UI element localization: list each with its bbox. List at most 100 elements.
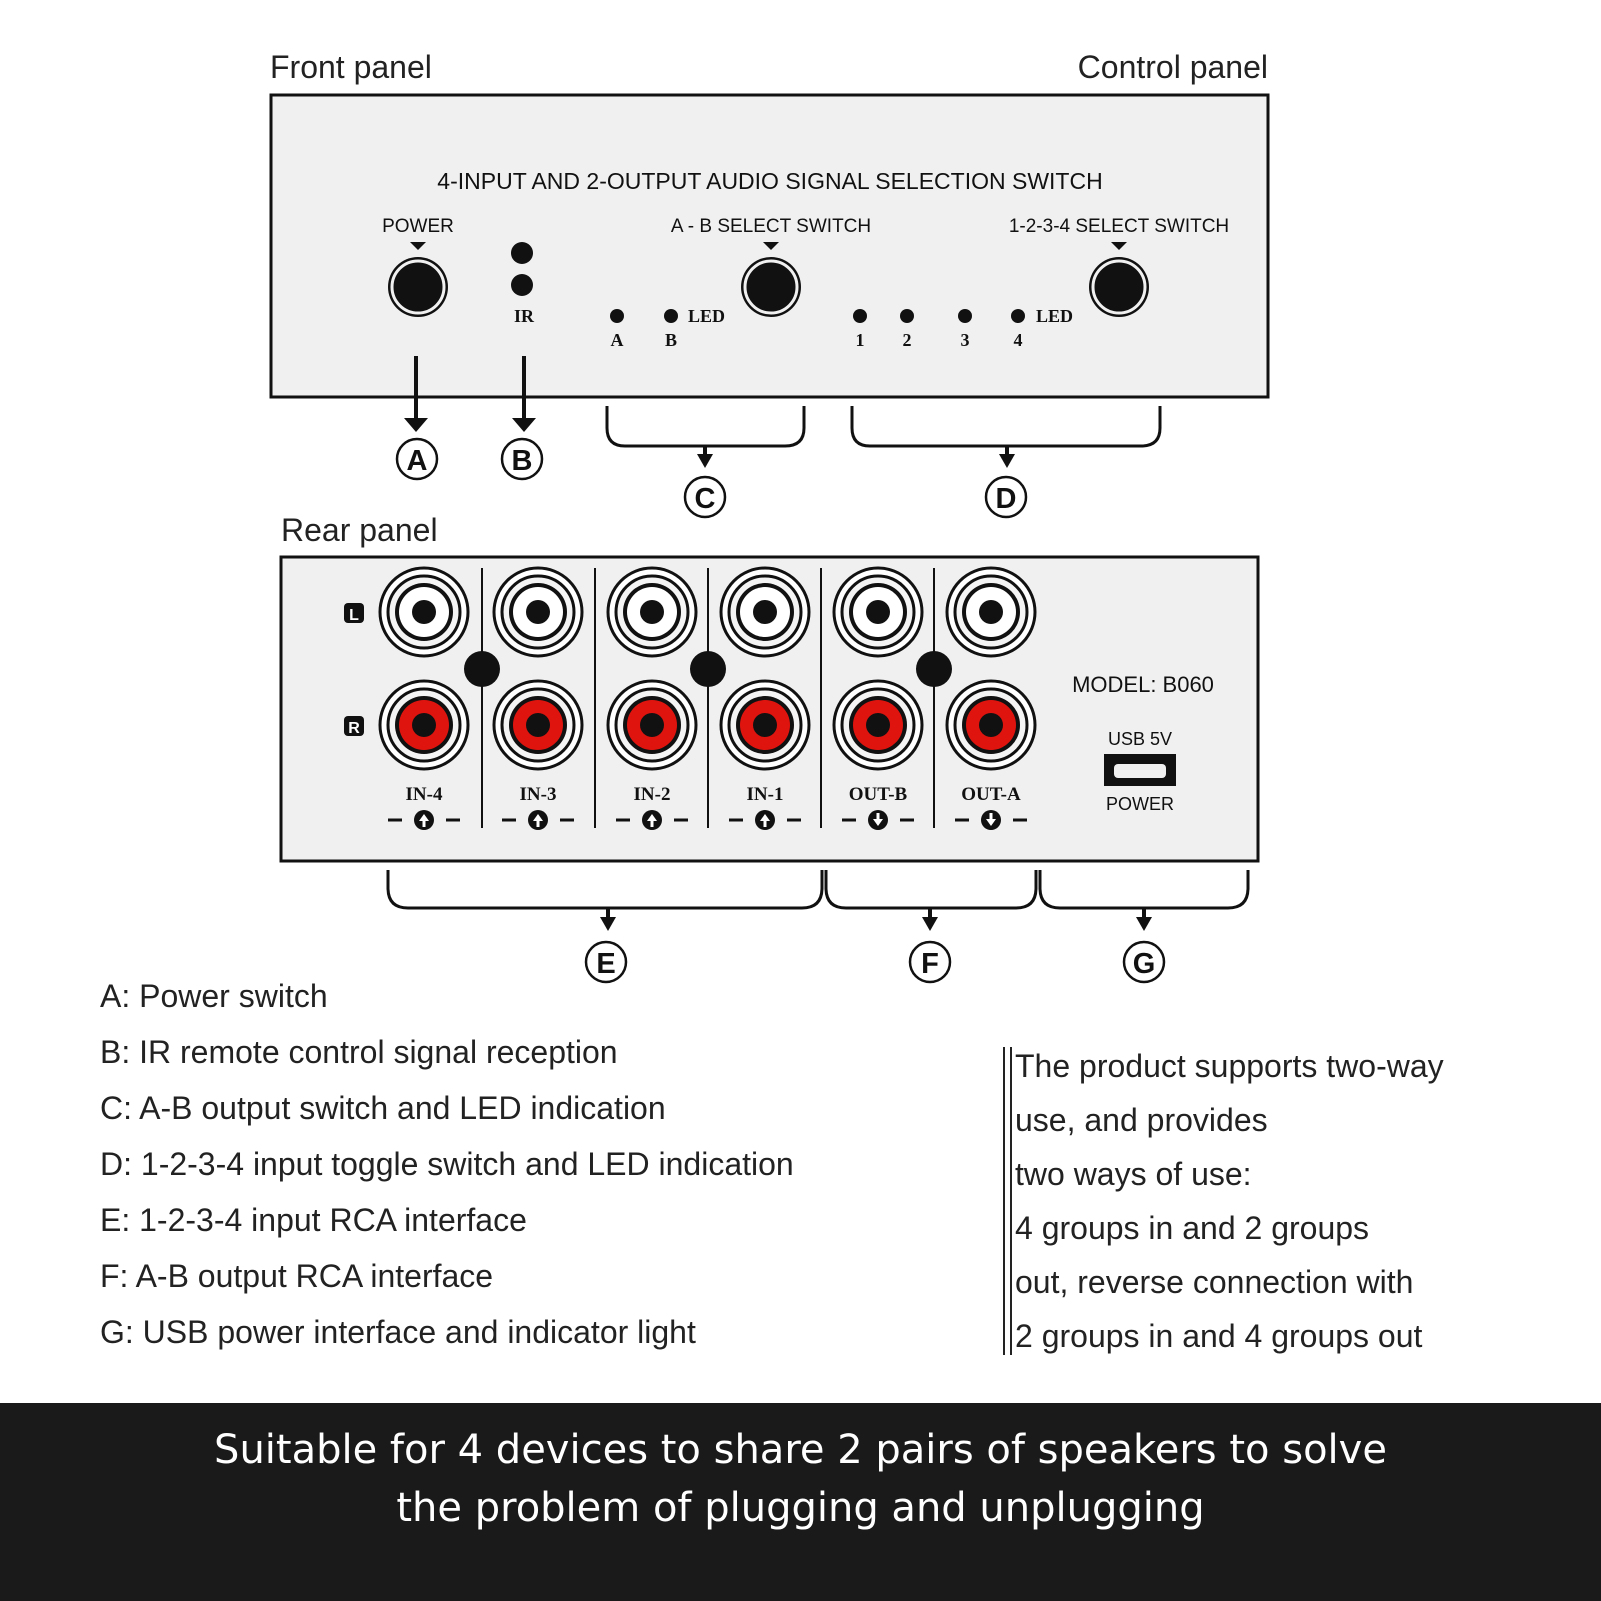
legend-item-a: A: Power switch	[100, 978, 328, 1014]
legend-item-e: E: 1-2-3-4 input RCA interface	[100, 1202, 527, 1238]
ab-select-button-ring	[743, 259, 799, 315]
rca-jack-in-4-left[interactable]	[378, 566, 470, 658]
arrow-b-head-icon	[512, 418, 536, 432]
led-4	[1011, 309, 1025, 323]
bracket-d-stem	[1005, 446, 1009, 456]
jack-label: OUT-B	[849, 784, 908, 805]
callout-b: B	[500, 437, 544, 481]
callout-d: D	[984, 475, 1028, 519]
rca-jack-out-a-right[interactable]	[945, 679, 1037, 771]
note-line: 4 groups in and 2 groups	[1015, 1210, 1370, 1246]
legend-item-f: F: A-B output RCA interface	[100, 1258, 494, 1294]
svg-text:D: D	[996, 483, 1017, 515]
rca-jack-in-3-right[interactable]	[492, 679, 584, 771]
note-line: The product supports two-way	[1015, 1048, 1444, 1084]
left-channel-badge	[344, 603, 364, 623]
right-channel-badge	[344, 716, 364, 736]
banner-line-2: the problem of plugging and unplugging	[396, 1485, 1205, 1531]
callout-f: F	[908, 940, 952, 984]
bracket-g-stem	[1142, 908, 1146, 919]
bracket-e-arrow-icon	[600, 917, 616, 931]
led-1	[853, 309, 867, 323]
svg-text:C: C	[695, 483, 716, 515]
usb-label: USB 5V	[1108, 729, 1172, 749]
rca-jack-in-1-left[interactable]	[719, 566, 811, 658]
rca-jack-out-a-left[interactable]	[945, 566, 1037, 658]
ab-switch-label: A - B SELECT SWITCH	[671, 216, 871, 237]
rca-jack-in-1-right[interactable]	[719, 679, 811, 771]
callout-e: E	[584, 940, 628, 984]
input-arrow-icon	[755, 810, 775, 830]
ir-label: IR	[514, 306, 535, 326]
ir-sensor-top	[511, 242, 533, 264]
bracket-f	[824, 870, 1038, 910]
output-arrow-icon	[981, 810, 1001, 830]
input-select-button-ring	[1091, 259, 1147, 315]
ir-sensor-bottom	[511, 274, 533, 296]
mount-screw	[916, 651, 952, 687]
callout-g: G	[1122, 940, 1166, 984]
led-1-label: 1	[856, 330, 865, 350]
legend-item-c: C: A-B output switch and LED indication	[100, 1090, 666, 1126]
power-button-ring	[390, 259, 446, 315]
legend-item-g: G: USB power interface and indicator lig…	[100, 1314, 696, 1350]
input-arrow-icon	[642, 810, 662, 830]
note-line: two ways of use:	[1015, 1156, 1252, 1192]
rca-jack-in-4-right[interactable]	[378, 679, 470, 771]
mount-screw	[464, 651, 500, 687]
jack-label: OUT-A	[961, 784, 1021, 805]
bracket-d	[850, 406, 1162, 448]
left-channel-label: L	[349, 607, 359, 624]
bracket-g	[1038, 870, 1250, 910]
bracket-f-stem	[928, 908, 932, 919]
bracket-d-arrow-icon	[999, 454, 1015, 468]
arrow-a-head-icon	[404, 418, 428, 432]
usb-port-slot	[1114, 764, 1166, 778]
bracket-f-arrow-icon	[922, 917, 938, 931]
led-b	[664, 309, 678, 323]
ab-led-label: LED	[688, 306, 725, 326]
led-2-label: 2	[903, 330, 912, 350]
led-a	[610, 309, 624, 323]
legend-item-b: B: IR remote control signal reception	[100, 1034, 618, 1070]
rca-jack-in-3-left[interactable]	[492, 566, 584, 658]
front-panel-label: Front panel	[270, 49, 432, 85]
svg-text:B: B	[512, 445, 533, 477]
bracket-e-stem	[606, 908, 610, 919]
control-panel-label: Control panel	[1078, 49, 1268, 85]
svg-text:F: F	[921, 948, 939, 980]
note-line: 2 groups in and 4 groups out	[1015, 1318, 1423, 1354]
svg-text:E: E	[596, 948, 615, 980]
model-label: MODEL: B060	[1072, 672, 1214, 697]
input-arrow-icon	[414, 810, 434, 830]
callout-a: A	[395, 437, 439, 481]
rear-panel-label: Rear panel	[281, 512, 438, 548]
jack-label: IN-1	[747, 784, 784, 805]
led-2	[900, 309, 914, 323]
led-b-label: B	[665, 330, 677, 350]
legend-item-d: D: 1-2-3-4 input toggle switch and LED i…	[100, 1146, 794, 1182]
rca-jack-out-b-left[interactable]	[832, 566, 924, 658]
usb-power-label: POWER	[1106, 794, 1174, 814]
power-label: POWER	[382, 216, 454, 237]
bracket-c	[605, 406, 806, 448]
input-switch-label: 1-2-3-4 SELECT SWITCH	[1009, 216, 1229, 237]
banner-line-1: Suitable for 4 devices to share 2 pairs …	[214, 1427, 1387, 1473]
bracket-g-arrow-icon	[1136, 917, 1152, 931]
rca-jack-in-2-right[interactable]	[606, 679, 698, 771]
rca-jack-out-b-right[interactable]	[832, 679, 924, 771]
right-channel-label: R	[348, 720, 360, 737]
input-led-label: LED	[1036, 306, 1073, 326]
jack-label: IN-3	[520, 784, 557, 805]
jack-label: IN-2	[634, 784, 671, 805]
mount-screw	[690, 651, 726, 687]
led-3	[958, 309, 972, 323]
output-arrow-icon	[868, 810, 888, 830]
rca-jack-in-2-left[interactable]	[606, 566, 698, 658]
ab-pointer-icon	[763, 242, 779, 250]
led-3-label: 3	[961, 330, 970, 350]
svg-text:G: G	[1133, 948, 1156, 980]
led-a-label: A	[611, 330, 624, 350]
input-arrow-icon	[528, 810, 548, 830]
